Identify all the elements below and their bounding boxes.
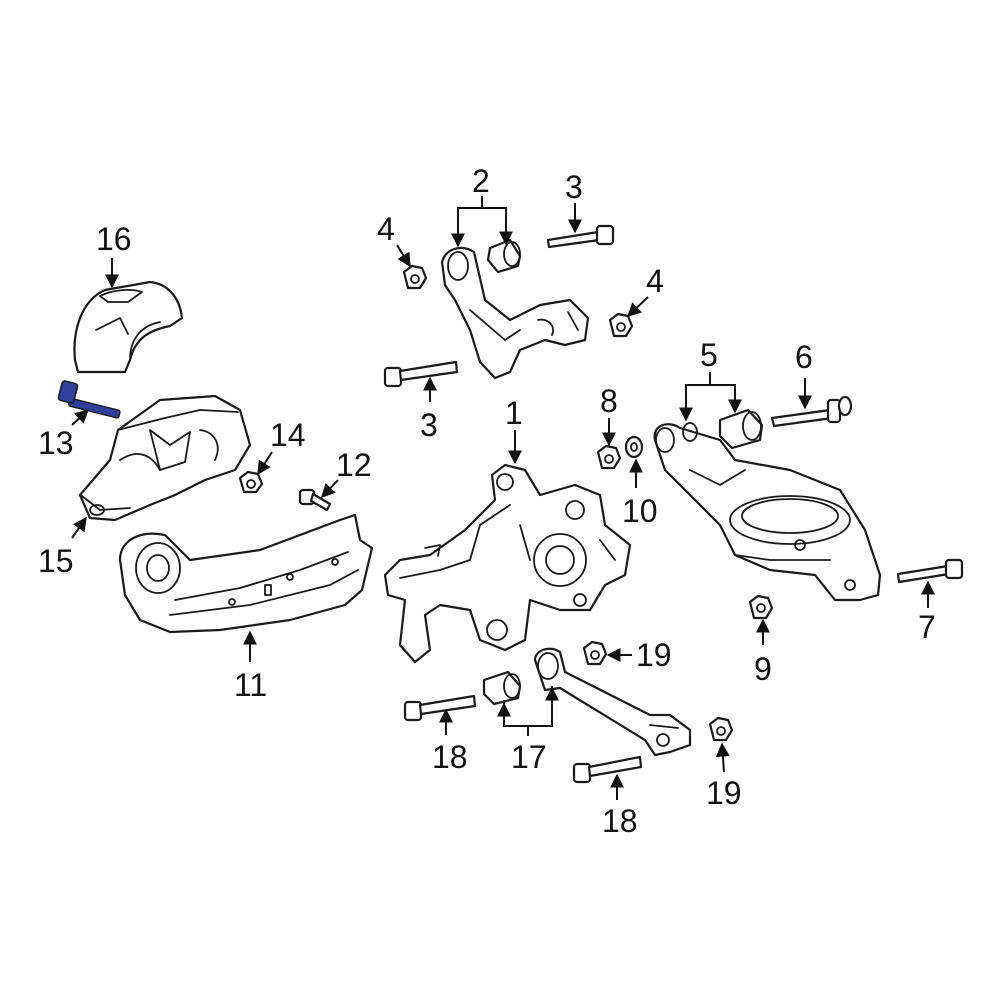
part-4-nut-left[interactable] — [402, 264, 428, 290]
callout-8: 8 — [600, 383, 618, 419]
part-15-mount-bracket[interactable] — [78, 394, 252, 522]
callout-10: 10 — [622, 493, 658, 529]
part-14-nut[interactable] — [238, 470, 264, 494]
callout-3-lower: 3 — [420, 407, 438, 443]
part-19-nut-lower[interactable] — [708, 716, 734, 742]
callout-18-right: 18 — [602, 803, 638, 839]
part-4-nut-right[interactable] — [608, 312, 634, 338]
callout-3-upper: 3 — [565, 169, 583, 205]
callout-19-upper: 19 — [636, 637, 672, 673]
callout-9: 9 — [754, 651, 772, 687]
callout-12: 12 — [336, 447, 372, 483]
part-16-insulator-cover[interactable] — [73, 280, 184, 374]
callout-19-lower: 19 — [706, 775, 742, 811]
part-17-bushing[interactable] — [482, 670, 522, 706]
callout-15: 15 — [38, 543, 74, 579]
part-8-nut[interactable] — [596, 444, 622, 470]
callout-16: 16 — [96, 221, 132, 257]
callout-18-left: 18 — [432, 739, 468, 775]
leader-lines — [71, 196, 935, 800]
part-1-knuckle[interactable] — [383, 463, 632, 664]
callout-13: 13 — [38, 425, 74, 461]
callout-1: 1 — [505, 395, 523, 431]
callout-4-left: 4 — [377, 211, 395, 247]
callout-17: 17 — [511, 739, 547, 775]
callout-14: 14 — [270, 417, 306, 453]
part-12-small-bolt[interactable] — [298, 488, 332, 512]
part-9-nut[interactable] — [748, 594, 774, 620]
part-5-bushing[interactable] — [718, 408, 764, 450]
part-2-bushing[interactable] — [486, 238, 522, 274]
callout-7: 7 — [918, 609, 936, 645]
part-17-lower-link[interactable] — [533, 647, 692, 757]
part-18-bolt-left[interactable] — [403, 694, 477, 722]
part-3-bolt-upper[interactable] — [546, 224, 615, 249]
callout-4-right: 4 — [646, 263, 664, 299]
part-5-lower-control-arm[interactable] — [653, 422, 882, 602]
part-2-upper-control-arm[interactable] — [440, 246, 590, 380]
part-3-bolt-lower[interactable] — [383, 360, 459, 388]
part-18-bolt-right[interactable] — [572, 755, 643, 784]
part-7-bolt[interactable] — [896, 558, 964, 584]
part-6-cam-bolt[interactable] — [770, 395, 853, 428]
part-10-washer[interactable] — [624, 435, 644, 459]
callout-5: 5 — [700, 337, 718, 373]
callout-2: 2 — [472, 163, 490, 199]
part-19-nut-upper[interactable] — [582, 640, 608, 666]
callout-11: 11 — [234, 667, 267, 703]
part-11-trailing-arm[interactable] — [118, 513, 374, 634]
callout-labels: 16 13 15 14 12 11 2 3 3 4 4 1 8 10 9 5 6… — [38, 163, 936, 839]
callout-6: 6 — [795, 339, 813, 375]
part-13-bolt-highlighted[interactable] — [57, 380, 121, 419]
